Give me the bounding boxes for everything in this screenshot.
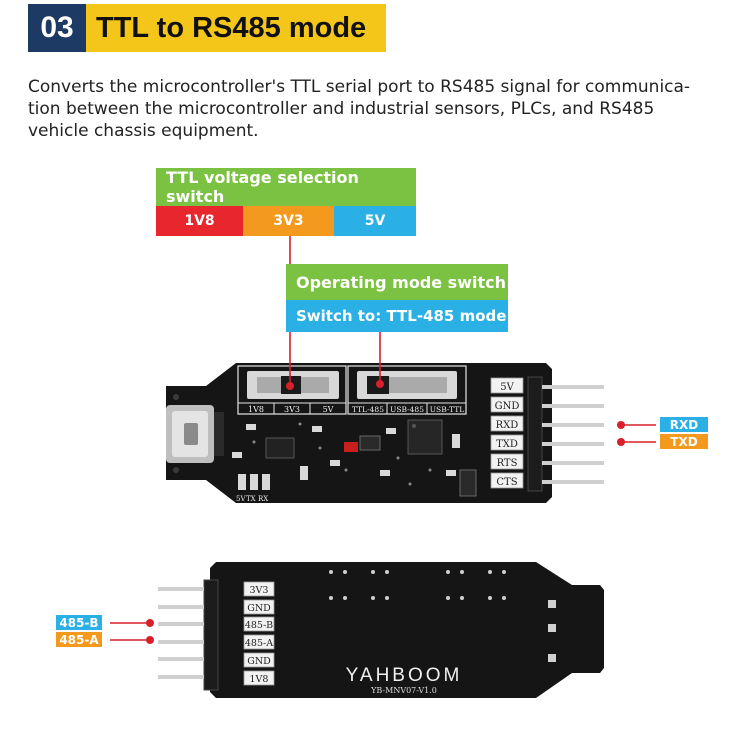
led-tx-label: TX — [246, 495, 256, 503]
description-line-2: tion between the microcontroller and ind… — [28, 99, 655, 119]
description-line-1: Converts the microcontroller's TTL seria… — [28, 77, 691, 97]
back-pin-gnd-2: GND — [247, 656, 271, 667]
front-pin-cts: CTS — [496, 477, 517, 488]
pcb-components — [232, 419, 477, 497]
section-header: 03 TTL to RS485 mode — [28, 4, 387, 52]
silk-usb-485: USB-485 — [390, 405, 424, 414]
voltage-switch-title: TTL voltage selection switch — [156, 168, 416, 206]
led-rx-label: RX — [258, 495, 268, 503]
description-line-3: vehicle chassis equipment. — [28, 121, 259, 141]
section-title: TTL to RS485 mode — [86, 4, 387, 52]
front-pin-gnd: GND — [495, 401, 520, 412]
silk-3v3: 3V3 — [284, 405, 300, 414]
front-pin-rxd: RXD — [496, 420, 519, 431]
model-number: YB-MNV07-V1.0 — [370, 686, 437, 695]
back-leaders — [110, 619, 154, 644]
voltage-switch-callout: TTL voltage selection switch 1V8 3V3 5V — [156, 168, 416, 236]
front-pin-labels: 5V GND RXD TXD RTS CTS — [490, 377, 524, 489]
brand-logo: YAHBOOM — [346, 665, 463, 686]
back-board: 3V3 GND 485-B 485-A GND 1V8 YAHBOOM YB-M… — [158, 562, 604, 698]
voltage-options: 1V8 3V3 5V — [156, 206, 416, 236]
back-pin-header — [158, 579, 219, 691]
back-pin-labels: 3V3 GND 485-B 485-A GND 1V8 — [243, 581, 275, 686]
voltage-option-3v3: 3V3 — [243, 206, 334, 236]
voltage-option-5v: 5V — [334, 206, 416, 236]
front-pin-header — [527, 376, 604, 492]
usb-c-connector — [166, 405, 224, 463]
front-pin-rts: RTS — [497, 458, 518, 469]
silk-ttl-485: TTL-485 — [352, 405, 384, 414]
tag-485-a: 485-A — [56, 632, 102, 647]
back-pin-485-a: 485-A — [245, 638, 273, 649]
mode-switch-callout: Operating mode switch Switch to: TTL-485… — [286, 264, 508, 332]
front-pin-txd: TXD — [496, 439, 518, 450]
back-pin-3v3: 3V3 — [250, 585, 269, 596]
silk-usb-ttl: USB-TTL — [430, 405, 465, 414]
back-pin-gnd-1: GND — [247, 603, 271, 614]
silk-1v8: 1V8 — [248, 405, 264, 414]
section-number: 03 — [28, 4, 86, 52]
front-pin-5v: 5V — [500, 382, 514, 393]
tag-485-b: 485-B — [56, 615, 102, 630]
back-pin-1v8: 1V8 — [250, 674, 269, 685]
description: Converts the microcontroller's TTL seria… — [28, 76, 728, 142]
front-board: 1V8 3V3 5V TTL-485 USB-485 USB-TTL — [166, 363, 604, 503]
voltage-option-1v8: 1V8 — [156, 206, 243, 236]
silk-5v: 5V — [323, 405, 334, 414]
mode-switch-title: Operating mode switch — [286, 264, 508, 300]
back-pin-485-b: 485-B — [245, 620, 273, 631]
tag-rxd: RXD — [660, 417, 708, 432]
tag-txd: TXD — [660, 434, 708, 449]
mode-switch-value: Switch to: TTL-485 mode — [286, 300, 508, 332]
led-5v-label: 5V — [236, 495, 246, 503]
